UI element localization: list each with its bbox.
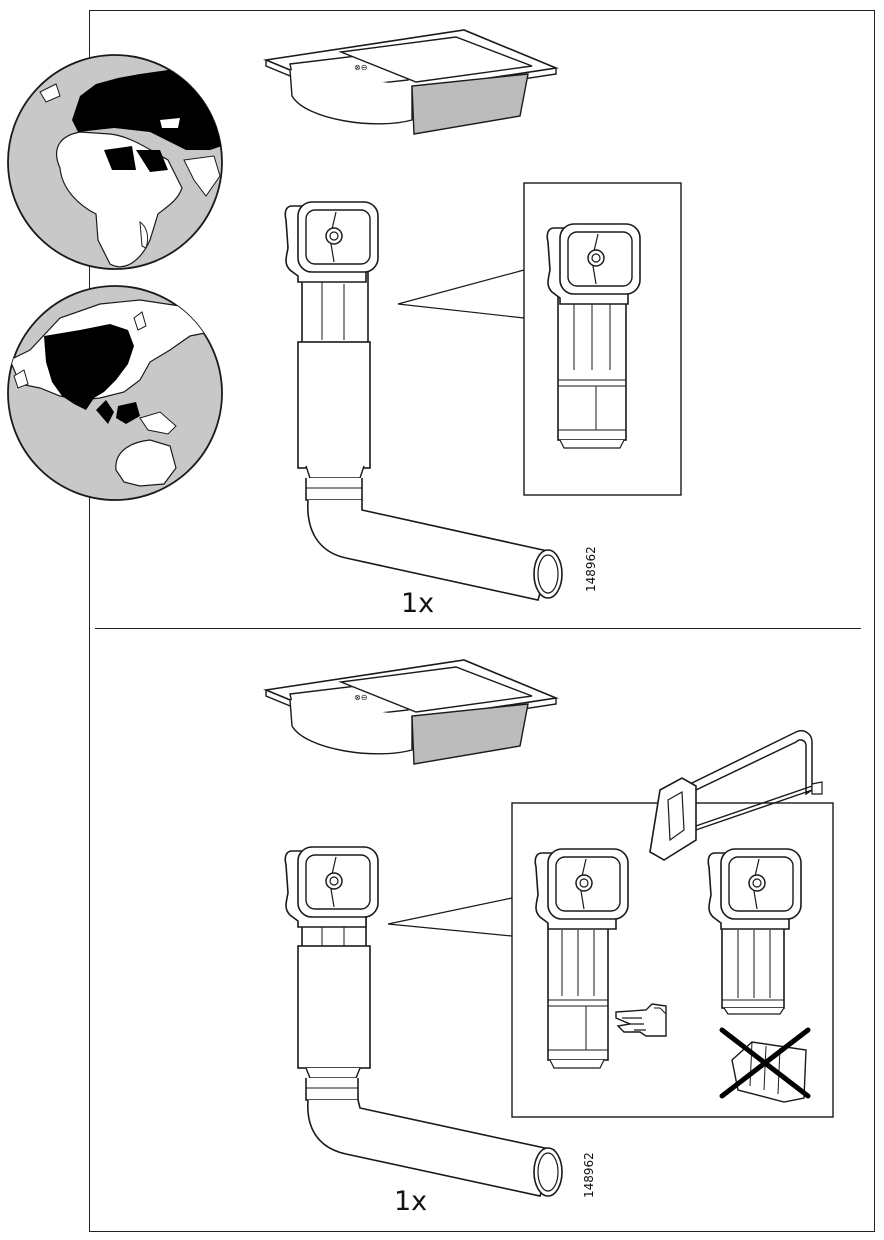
pointing-hand-icon xyxy=(615,1003,667,1037)
quantity-label-bottom: 1x xyxy=(394,1186,428,1217)
do-not-crossed-icon xyxy=(719,1027,811,1103)
detail-box-top xyxy=(397,182,682,496)
part-number-top: 148962 xyxy=(584,546,598,592)
drain-assembly-bottom xyxy=(284,846,563,1197)
hacksaw-icon xyxy=(649,730,823,861)
sink-illustration-top xyxy=(265,29,557,135)
drain-assembly-top xyxy=(284,201,563,601)
europe-globe-icon xyxy=(7,54,223,270)
panel-divider xyxy=(95,628,861,629)
part-number-bottom: 148962 xyxy=(582,1152,596,1198)
sink-illustration-bottom xyxy=(265,659,557,765)
quantity-label-top: 1x xyxy=(401,588,435,619)
page-frame xyxy=(89,10,875,1232)
asia-globe-icon xyxy=(7,285,223,501)
